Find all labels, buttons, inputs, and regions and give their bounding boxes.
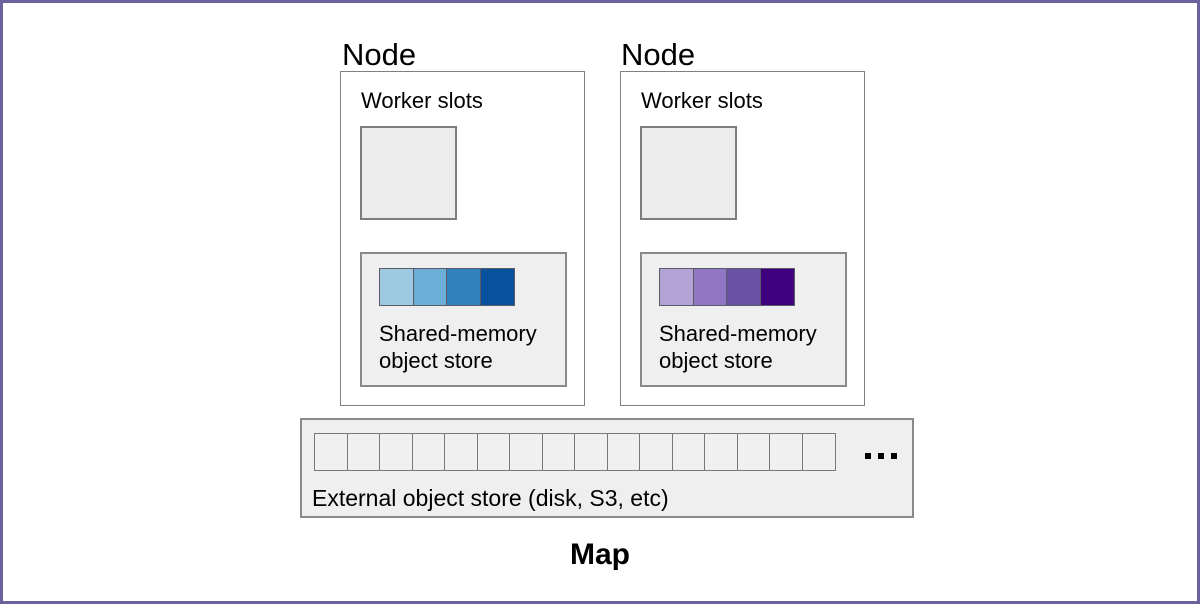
object-store-label-2: Shared-memory object store bbox=[659, 321, 817, 373]
object-block-2-2[interactable] bbox=[692, 268, 728, 306]
external-store-slot[interactable] bbox=[639, 433, 673, 471]
external-store-slot[interactable] bbox=[476, 433, 511, 471]
external-object-store-label: External object store (disk, S3, etc) bbox=[312, 485, 669, 511]
external-store-slot[interactable] bbox=[671, 433, 706, 471]
object-block-2-1[interactable] bbox=[659, 268, 694, 306]
external-store-slot[interactable] bbox=[801, 433, 836, 471]
object-block-2-4[interactable] bbox=[759, 268, 795, 306]
node-label-2: Node bbox=[621, 37, 696, 72]
external-store-slot[interactable] bbox=[574, 433, 608, 471]
object-store-label-1: Shared-memory object store bbox=[379, 321, 537, 373]
worker-slots-label-1: Worker slots bbox=[361, 88, 483, 113]
external-store-slot[interactable] bbox=[346, 433, 381, 471]
shared-memory-object-store-1: Shared-memory object store bbox=[360, 252, 567, 387]
external-store-slot[interactable] bbox=[509, 433, 543, 471]
worker-slots-label-2: Worker slots bbox=[641, 88, 763, 113]
external-store-slot[interactable] bbox=[606, 433, 641, 471]
external-store-slot[interactable] bbox=[411, 433, 446, 471]
worker-slot-2-1[interactable] bbox=[640, 126, 737, 220]
external-store-slot[interactable] bbox=[314, 433, 348, 471]
object-block-2-3[interactable] bbox=[726, 268, 761, 306]
external-store-slot[interactable] bbox=[704, 433, 738, 471]
object-block-row-1 bbox=[379, 268, 515, 306]
object-block-1-1[interactable] bbox=[379, 268, 414, 306]
external-store-slot[interactable] bbox=[444, 433, 478, 471]
external-store-slot[interactable] bbox=[379, 433, 413, 471]
external-object-store-panel: External object store (disk, S3, etc) bbox=[300, 418, 914, 518]
node-box-2: Worker slots Shared-memory object store bbox=[620, 71, 865, 406]
external-store-ellipsis-icon bbox=[865, 453, 904, 459]
external-store-slot[interactable] bbox=[541, 433, 576, 471]
external-slot-row bbox=[314, 433, 836, 471]
shared-memory-object-store-2: Shared-memory object store bbox=[640, 252, 847, 387]
object-block-row-2 bbox=[659, 268, 795, 306]
diagram-canvas: Node Worker slots Shared-memory object s… bbox=[3, 3, 1197, 601]
object-block-1-2[interactable] bbox=[412, 268, 448, 306]
figure-caption: Map bbox=[570, 538, 630, 571]
external-store-slot[interactable] bbox=[769, 433, 803, 471]
worker-slot-1-1[interactable] bbox=[360, 126, 457, 220]
node-box-1: Worker slots Shared-memory object store bbox=[340, 71, 585, 406]
node-label-1: Node bbox=[342, 37, 417, 72]
object-block-1-4[interactable] bbox=[479, 268, 515, 306]
object-block-1-3[interactable] bbox=[446, 268, 481, 306]
external-store-slot[interactable] bbox=[736, 433, 771, 471]
